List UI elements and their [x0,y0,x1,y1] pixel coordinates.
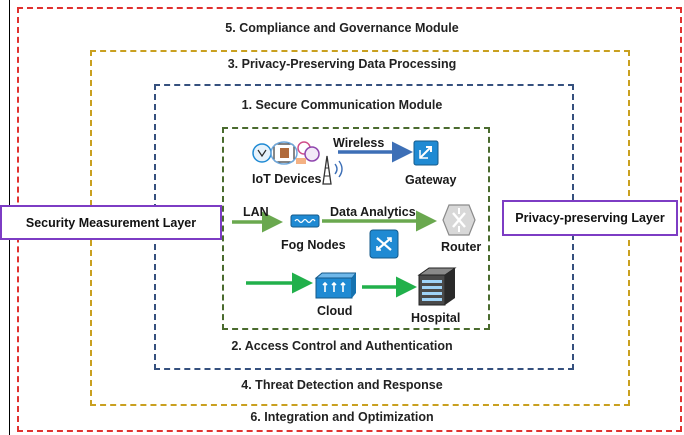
fog-node-icon [290,214,320,228]
router-label: Router [441,240,482,254]
layer-label-compliance: 5. Compliance and Governance Module [225,21,459,35]
security-measurement-layer-label: Security Measurement Layer [25,215,197,230]
network-core-boundary [222,127,490,330]
switch-icon [369,229,399,259]
security-measurement-layer-box: Security Measurement Layer [0,205,222,240]
iot-devices-icon [252,141,320,165]
hospital-server-icon [417,267,457,306]
gateway-label: Gateway [405,173,457,187]
data-analytics-label: Data Analytics [330,205,416,219]
layer-label-threat-detection: 4. Threat Detection and Response [241,378,443,392]
privacy-preserving-layer-label: Privacy-preserving Layer [515,211,665,225]
layer-label-access-control: 2. Access Control and Authentication [231,339,453,353]
router-icon [442,204,476,236]
lan-label: LAN [243,205,269,219]
layer-label-secure-communication: 1. Secure Communication Module [241,98,443,112]
cell-tower-icon [322,155,343,185]
cloud-server-icon [314,272,356,299]
layer-label-integration: 6. Integration and Optimization [250,410,434,424]
privacy-preserving-layer-box: Privacy-preserving Layer [502,200,678,236]
iot-devices-label: IoT Devices [252,172,322,186]
fog-nodes-label: Fog Nodes [281,238,346,252]
layer-label-privacy-processing: 3. Privacy-Preserving Data Processing [227,57,457,71]
gateway-icon [413,140,439,166]
wireless-label: Wireless [333,136,385,150]
hospital-label: Hospital [411,311,461,325]
cloud-label: Cloud [317,304,353,318]
